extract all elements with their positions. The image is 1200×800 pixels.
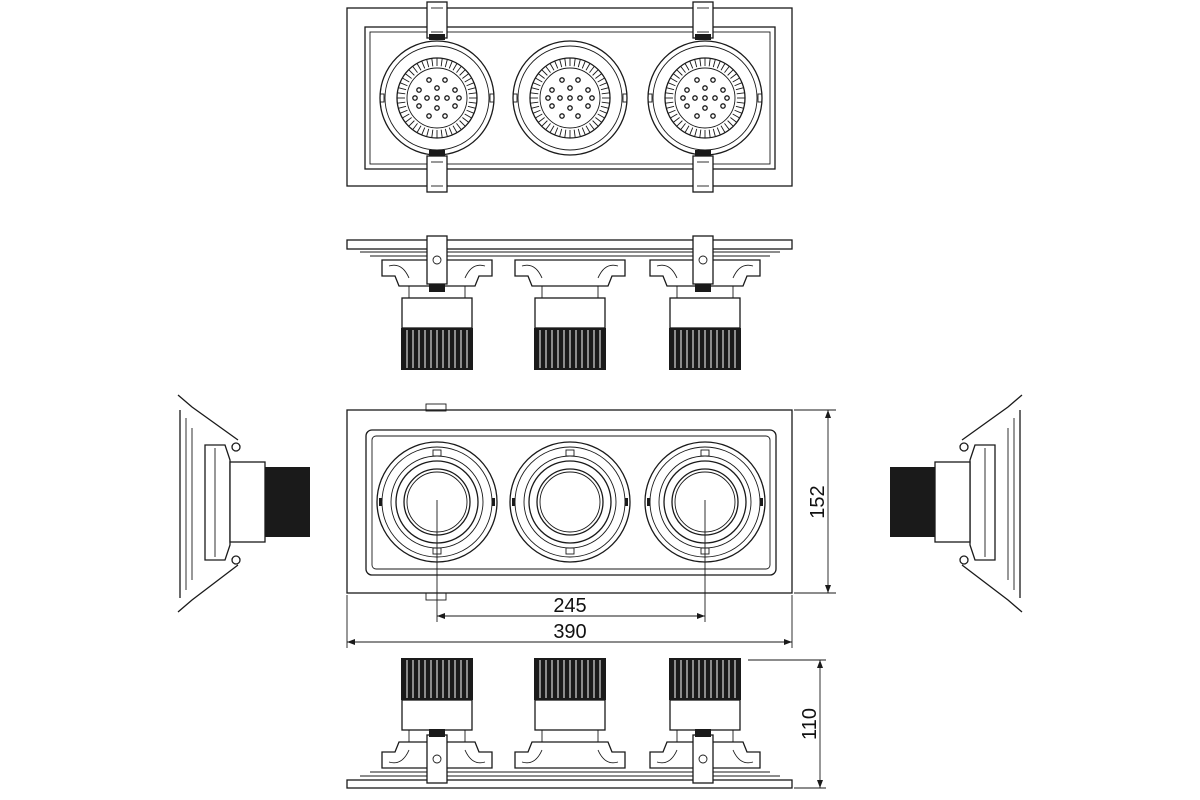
top-view — [346, 1, 793, 193]
dimension-overall-length: 390 — [346, 595, 793, 648]
width-label: 152 — [807, 485, 829, 518]
elevation-clip-4 — [692, 729, 714, 784]
bottom-elevation-lamp-units — [381, 658, 761, 784]
elevation-clip-3 — [426, 729, 448, 784]
front-unit-3 — [649, 259, 761, 370]
mounting-clip-4 — [692, 150, 714, 193]
mounting-clip-2 — [692, 1, 714, 40]
bottom-unit-1 — [381, 658, 493, 769]
top-view-clips — [426, 1, 714, 193]
overall-length-label: 390 — [553, 621, 586, 643]
elevation-clip-1 — [426, 235, 448, 292]
bottom-elevation — [346, 658, 793, 789]
top-lamp-3 — [647, 40, 763, 156]
front-elevation-lamp-units — [381, 235, 761, 370]
top-lamp-1 — [379, 40, 495, 156]
front-view — [346, 403, 793, 601]
mounting-clip-3 — [426, 150, 448, 193]
front-lamp-2 — [509, 441, 631, 563]
elevation-clip-2 — [692, 235, 714, 292]
bottom-unit-2 — [514, 658, 626, 769]
left-side-view — [177, 394, 310, 613]
height-label: 110 — [799, 708, 821, 740]
dimension-height: 110 — [748, 659, 826, 789]
top-lamp-2 — [512, 40, 628, 156]
front-unit-2 — [514, 259, 626, 370]
top-view-lamps — [379, 40, 763, 156]
right-side-view — [890, 394, 1023, 613]
lamp-spacing-label: 245 — [553, 595, 586, 617]
mounting-clip-1 — [426, 1, 448, 40]
dimension-lamp-spacing: 245 — [436, 500, 706, 622]
front-elevation — [346, 235, 793, 370]
dimension-width: 152 — [794, 409, 836, 594]
front-unit-1 — [381, 259, 493, 370]
front-view-lamps — [376, 441, 766, 563]
